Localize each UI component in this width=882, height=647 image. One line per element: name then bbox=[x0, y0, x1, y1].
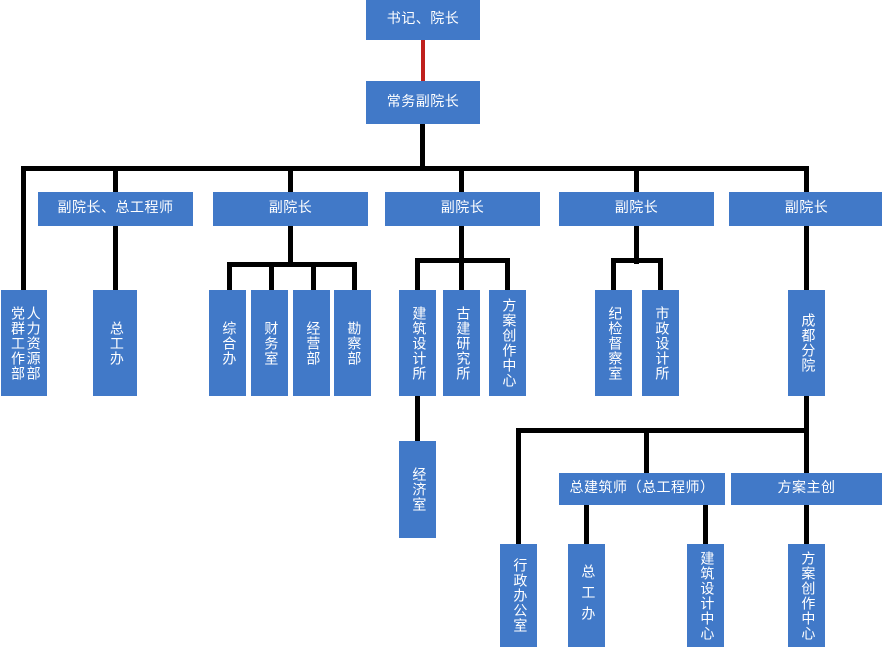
node-ancient-architecture-research-institute[interactable]: 古建研究所 bbox=[443, 290, 480, 396]
node-vp-5[interactable]: 副院长 bbox=[729, 192, 882, 226]
connector-zjzs-to-zgb bbox=[584, 505, 589, 544]
connector-vp3-drop-3 bbox=[505, 258, 510, 290]
node-label: 纪检督察室 bbox=[606, 305, 623, 381]
node-survey-department[interactable]: 勘察部 bbox=[334, 290, 371, 396]
node-chief-engineer-office[interactable]: 总工办 bbox=[93, 290, 137, 396]
connector-chengdu-down bbox=[804, 394, 809, 478]
node-label: 总工办 bbox=[107, 320, 124, 366]
connector-vp2-drop-3 bbox=[311, 262, 316, 290]
node-lead-scheme-designer[interactable]: 方案主创 bbox=[731, 473, 882, 505]
connector-vp5-to-chengdu bbox=[804, 226, 809, 290]
connector-bus-to-vp5 bbox=[804, 166, 809, 192]
connector-bus-to-hr bbox=[21, 166, 26, 290]
node-label: 综合办 bbox=[220, 320, 237, 366]
connector-chengdu-to-xzbgs bbox=[516, 428, 521, 544]
node-vp-4[interactable]: 副院长 bbox=[559, 192, 714, 226]
connector-vp3-drop-1 bbox=[415, 258, 420, 290]
node-secretary-president[interactable]: 书记、院长 bbox=[366, 0, 480, 40]
node-label-party-affairs: 党群工作部 bbox=[9, 305, 25, 381]
connector-zjzs-to-jzsjzx bbox=[703, 505, 708, 544]
connector-fazc-to-fgczzx bbox=[804, 505, 809, 544]
node-label: 勘察部 bbox=[345, 320, 362, 366]
node-finance-office[interactable]: 财务室 bbox=[251, 290, 288, 396]
connector-chengdu-bus bbox=[516, 428, 809, 433]
connector-vp3-drop-2 bbox=[459, 258, 464, 290]
node-label: 总工办 bbox=[579, 564, 596, 627]
node-architectural-design-institute[interactable]: 建筑设计所 bbox=[399, 290, 436, 396]
node-label: 建筑设计中心 bbox=[698, 550, 715, 641]
connector-ceo-to-deputy bbox=[421, 38, 425, 81]
node-administrative-office[interactable]: 行政办公室 bbox=[500, 544, 537, 647]
node-label: 副院长 bbox=[784, 200, 829, 217]
connector-deputy-down bbox=[420, 124, 425, 168]
node-chief-architect[interactable]: 总建筑师（总工程师） bbox=[559, 473, 725, 505]
connector-vp4-drop-2 bbox=[658, 258, 663, 290]
node-label: 方案主创 bbox=[777, 480, 836, 497]
node-branch-chief-engineer-office[interactable]: 总工办 bbox=[568, 544, 605, 647]
node-label: 常务副院长 bbox=[386, 93, 460, 110]
connector-vp2-drop-1 bbox=[227, 262, 232, 290]
node-branch-scheme-creation-center[interactable]: 方案创作中心 bbox=[788, 544, 825, 647]
node-label: 副院长 bbox=[268, 200, 313, 217]
node-label: 经营部 bbox=[304, 320, 321, 366]
node-label: 财务室 bbox=[262, 320, 279, 366]
connector-bus-to-vp2 bbox=[288, 166, 293, 192]
node-label: 建筑设计所 bbox=[410, 305, 427, 381]
node-vp-chief-engineer[interactable]: 副院长、总工程师 bbox=[38, 192, 193, 226]
node-scheme-creation-center[interactable]: 方案创作中心 bbox=[489, 290, 526, 396]
node-label: 书记、院长 bbox=[386, 11, 460, 28]
node-vp-2[interactable]: 副院长 bbox=[213, 192, 368, 226]
connector-vp2-drop-4 bbox=[352, 262, 357, 290]
connector-vp2-drop-2 bbox=[269, 262, 274, 290]
connector-vp2-stem bbox=[288, 226, 293, 264]
node-label-hr: 人力资源部 bbox=[24, 305, 41, 381]
node-hr-and-party-affairs[interactable]: 党群工作部 人力资源部 bbox=[1, 290, 47, 396]
node-label: 方案创作中心 bbox=[799, 550, 816, 641]
node-label: 方案创作中心 bbox=[500, 298, 517, 388]
connector-jzsjs-to-jjs bbox=[415, 394, 420, 442]
node-label: 总建筑师（总工程师） bbox=[569, 480, 715, 497]
node-general-office[interactable]: 综合办 bbox=[209, 290, 246, 396]
node-executive-vice-president[interactable]: 常务副院长 bbox=[366, 81, 480, 124]
connector-vp4-drop-1 bbox=[611, 258, 616, 290]
connector-bus-to-vp3 bbox=[459, 166, 464, 192]
node-label: 成都分院 bbox=[799, 313, 816, 373]
connector-vp1-to-zgb bbox=[113, 226, 118, 290]
node-operations-department[interactable]: 经营部 bbox=[293, 290, 330, 396]
connector-chengdu-to-zjzs bbox=[644, 428, 649, 475]
connector-bus-to-vp4 bbox=[634, 166, 639, 192]
node-architectural-design-center[interactable]: 建筑设计中心 bbox=[687, 544, 724, 647]
node-label: 市政设计所 bbox=[653, 305, 670, 381]
node-discipline-inspection-office[interactable]: 纪检督察室 bbox=[595, 290, 632, 396]
node-municipal-design-institute[interactable]: 市政设计所 bbox=[642, 290, 679, 396]
connector-main-bus bbox=[21, 166, 809, 171]
connector-vp2-bus bbox=[227, 262, 357, 267]
node-vp-3[interactable]: 副院长 bbox=[385, 192, 540, 226]
node-economics-office[interactable]: 经济室 bbox=[399, 441, 436, 538]
node-label: 副院长 bbox=[614, 200, 659, 217]
node-label: 副院长、总工程师 bbox=[57, 200, 174, 217]
connector-vp3-stem bbox=[459, 226, 464, 264]
connector-vp4-bus bbox=[611, 258, 663, 263]
node-label: 副院长 bbox=[440, 200, 485, 217]
connector-bus-to-vp1 bbox=[113, 166, 118, 192]
node-label: 古建研究所 bbox=[454, 305, 471, 381]
connector-vp4-stem bbox=[634, 226, 639, 264]
node-label: 行政办公室 bbox=[511, 558, 528, 633]
node-chengdu-branch[interactable]: 成都分院 bbox=[788, 290, 825, 396]
node-label: 经济室 bbox=[410, 467, 427, 512]
